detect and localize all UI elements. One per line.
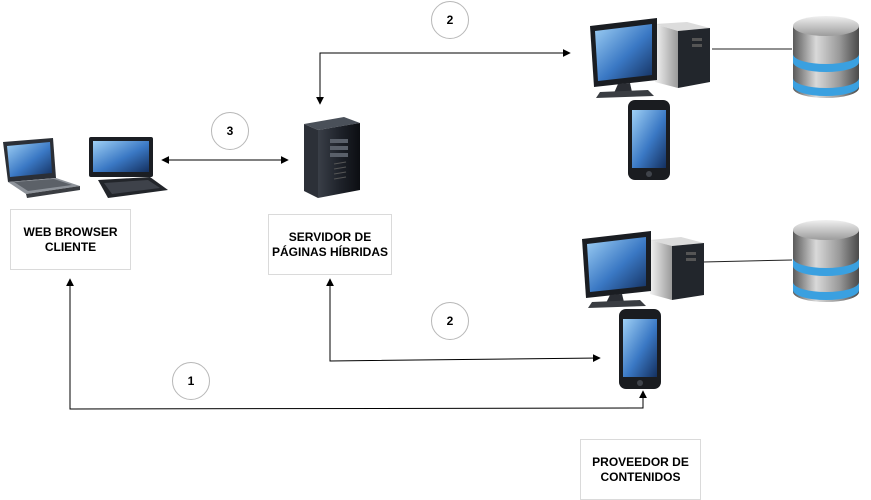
smartphone-icon (619, 309, 661, 389)
tablet-pc-icon (89, 137, 168, 198)
server-label-line1: SERVIDOR DE (288, 229, 372, 244)
db-link-bottom (702, 259, 793, 263)
provider-label: PROVEEDOR DE CONTENIDOS (580, 439, 701, 500)
database-icon (793, 16, 859, 98)
step-2-top: 2 (431, 1, 469, 39)
arrow-client-provider (66, 278, 647, 410)
provider-label-line1: PROVEEDOR DE (592, 454, 689, 469)
client-label: WEB BROWSER CLIENTE (10, 209, 131, 270)
server-tower-icon (304, 117, 360, 198)
step-2-bottom: 2 (431, 302, 469, 340)
step-1: 1 (172, 362, 210, 400)
desktop-computer-icon (590, 18, 710, 98)
step-3: 3 (211, 112, 249, 150)
server-label-line2: PÁGINAS HÍBRIDAS (271, 244, 388, 259)
smartphone-icon (628, 100, 670, 180)
client-label-line1: WEB BROWSER (23, 224, 118, 239)
arrow-server-provider-top (316, 49, 571, 105)
desktop-computer-icon (582, 231, 704, 308)
laptop-icon (3, 138, 80, 198)
client-label-line2: CLIENTE (44, 239, 97, 254)
database-icon (793, 220, 859, 302)
provider-label-line2: CONTENIDOS (600, 469, 681, 484)
server-label: SERVIDOR DE PÁGINAS HÍBRIDAS (268, 214, 392, 275)
